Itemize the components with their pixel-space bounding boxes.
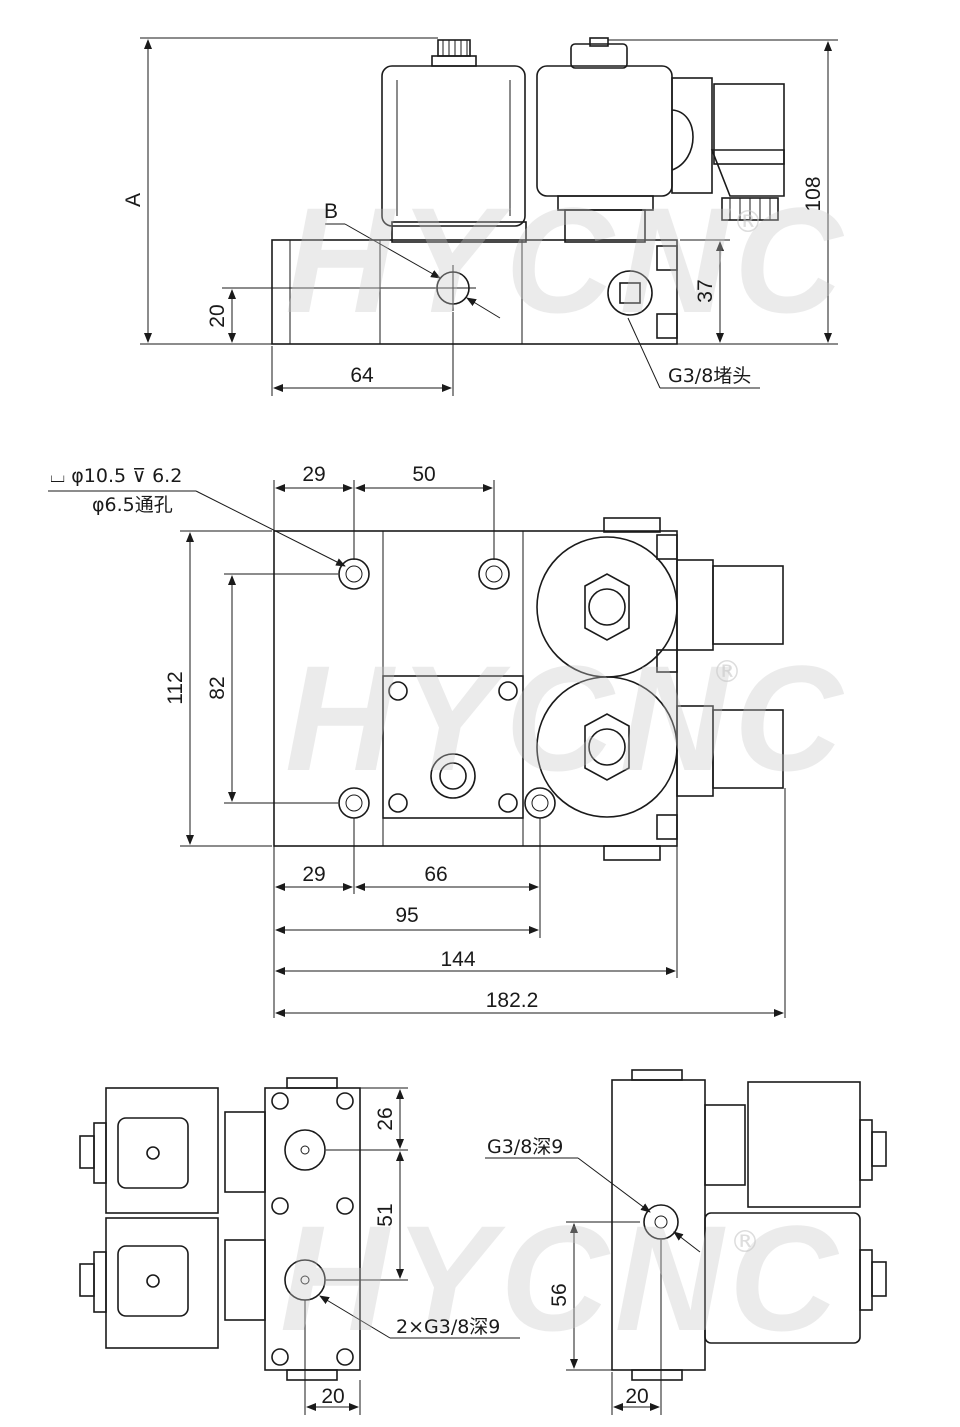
watermark: HYCNC [280, 1194, 843, 1362]
valve-block [271, 239, 678, 345]
dim-108-label: 108 [802, 176, 825, 211]
block-plan [273, 530, 678, 847]
dim-82-label: 82 [206, 676, 229, 699]
watermark-registered: ® [712, 655, 742, 690]
dim-56-label: 56 [548, 1283, 571, 1306]
left-solenoid [381, 39, 527, 243]
watermark: HYCNC [285, 176, 848, 344]
dim-26-label: 26 [374, 1107, 397, 1130]
dim-29-top-label: 29 [302, 463, 325, 486]
dim-20-left-label: 20 [321, 1385, 344, 1408]
dim-64-label: 64 [350, 364, 374, 387]
dim-20-right-label: 20 [625, 1385, 648, 1408]
bottom-left-view [79, 1077, 520, 1415]
hole-note-line2: φ6.5通孔 [92, 494, 173, 516]
dim-95-label: 95 [395, 904, 418, 927]
label-b: B [324, 200, 338, 223]
watermark-registered: ® [733, 205, 763, 240]
dim-29-bottom-label: 29 [302, 863, 325, 886]
dim-a-label: A [122, 193, 145, 207]
dim-66-label: 66 [424, 863, 447, 886]
plug-label: G3/8堵头 [668, 365, 751, 387]
right-solenoid [536, 37, 785, 243]
ports-label: 2×G3/8深9 [396, 1316, 500, 1338]
dim-112-label: 112 [164, 671, 187, 704]
port-label: G3/8深9 [487, 1136, 563, 1158]
top-view [140, 37, 838, 396]
dim-20-label: 20 [206, 304, 229, 327]
watermark: HYCNC [285, 634, 848, 802]
g38-plug [607, 270, 653, 316]
bottom-right-view [485, 1069, 887, 1415]
mid-view [48, 480, 786, 1018]
dim-144-label: 144 [440, 948, 475, 971]
hole-note-line1: ⌴ φ10.5 ⊽ 6.2 [50, 465, 182, 487]
dim-37-label: 37 [694, 279, 717, 302]
watermark-group: HYCNC ® HYCNC ® HYCNC ® [280, 176, 848, 1362]
dim-51-label: 51 [374, 1203, 397, 1226]
dim-182-label: 182.2 [486, 989, 539, 1012]
watermark-registered: ® [730, 1225, 760, 1260]
dim-50-label: 50 [412, 463, 435, 486]
